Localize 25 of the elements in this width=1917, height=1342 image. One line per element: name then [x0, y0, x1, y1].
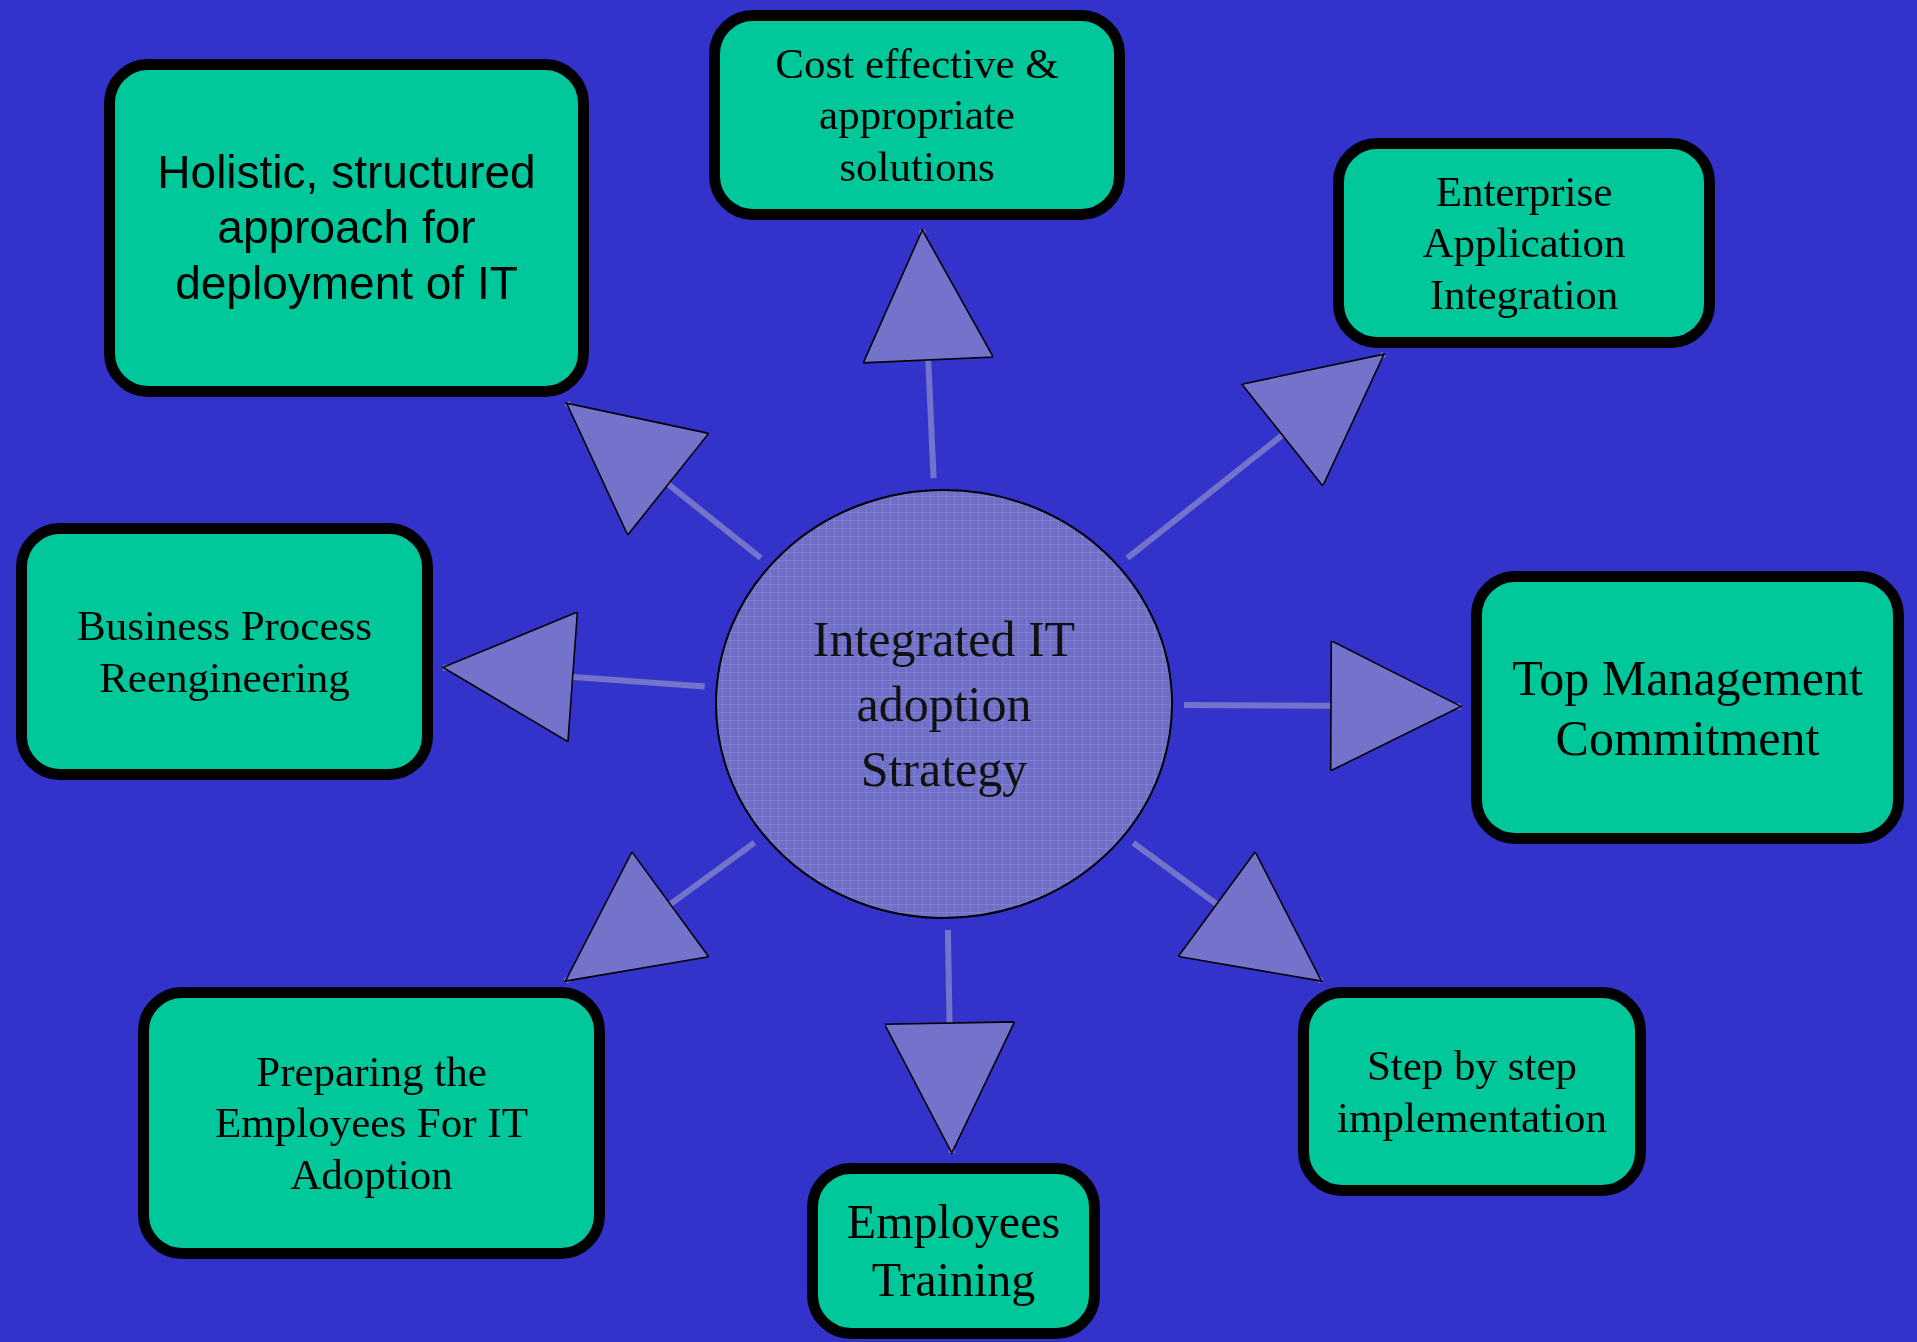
box-label: Top Management Commitment	[1511, 648, 1864, 768]
box-label: Enterprise Application Integration	[1421, 166, 1627, 320]
arrow	[442, 611, 705, 743]
arrow	[862, 229, 994, 479]
rounded-box	[807, 1163, 1100, 1339]
rounded-box	[709, 10, 1125, 220]
rounded-box	[1298, 987, 1646, 1196]
rounded-box	[16, 523, 433, 780]
rounded-box	[1333, 138, 1715, 348]
box-label: Cost effective & appropriate solutions	[774, 38, 1060, 192]
arrow	[1184, 640, 1462, 772]
rounded-box	[138, 987, 605, 1259]
arrow	[564, 400, 763, 561]
arrow	[563, 840, 757, 984]
arrow	[1125, 351, 1386, 561]
box-label: Step by step implementation	[1336, 1040, 1608, 1143]
box-label: Preparing the Employees For IT Adoption	[214, 1046, 529, 1200]
rounded-box	[104, 59, 589, 397]
box-label: Employees Training	[845, 1194, 1062, 1308]
rounded-box	[1471, 571, 1904, 844]
arrow	[883, 929, 1016, 1154]
box-label: Business Process Reengineering	[75, 600, 373, 703]
box-label: Holistic, structured approach for deployment of IT	[156, 145, 537, 311]
hub-label: Integrated IT adoption Strategy	[811, 609, 1077, 799]
arrow	[1131, 840, 1324, 984]
